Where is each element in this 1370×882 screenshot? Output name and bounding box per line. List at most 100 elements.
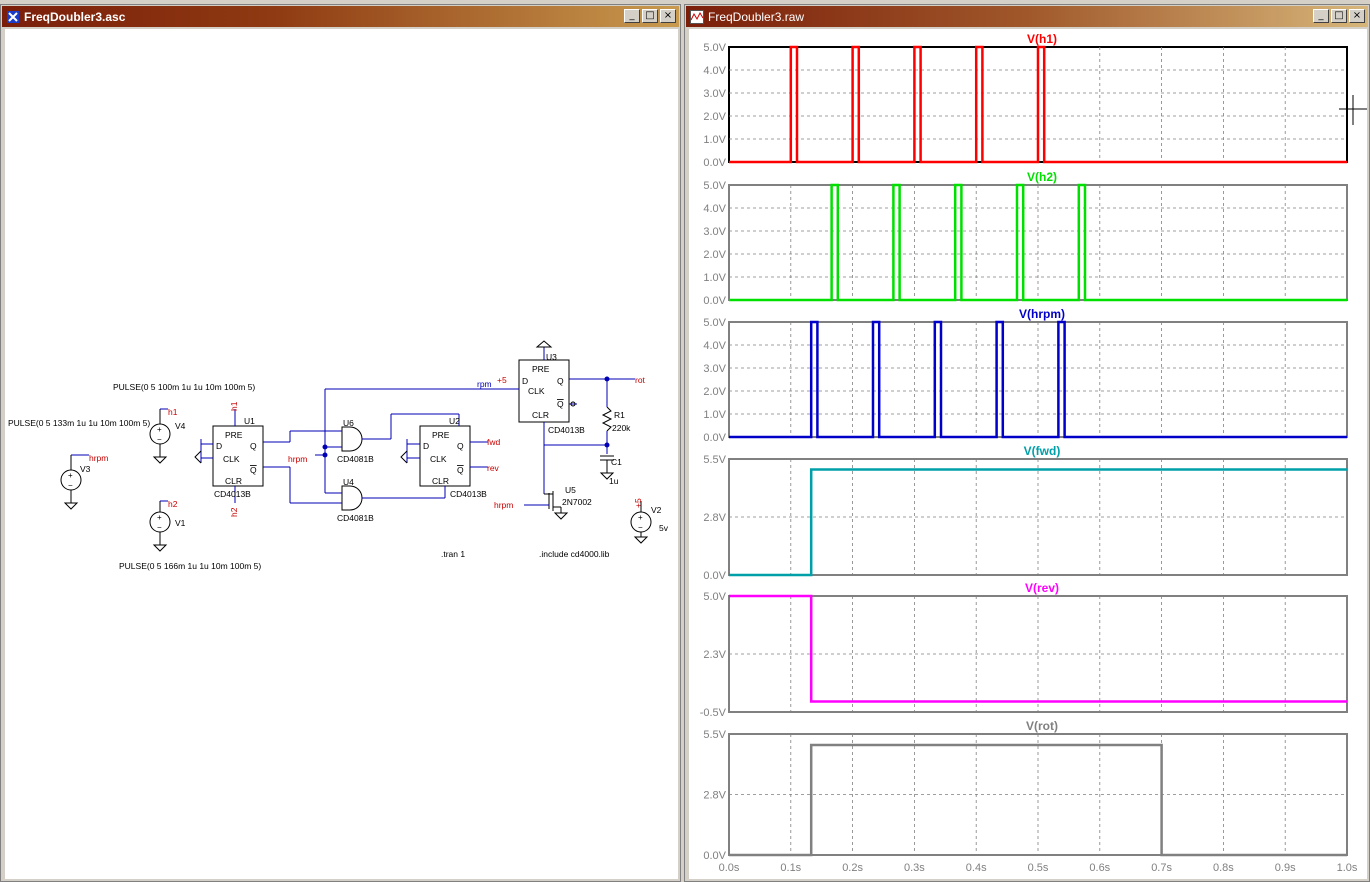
u3-q: Q <box>557 376 564 386</box>
svg-text:+: + <box>157 513 162 522</box>
u2-clr: CLR <box>432 476 449 486</box>
v2-ref: V2 <box>651 505 662 515</box>
u2-clk: CLK <box>430 454 447 464</box>
net-label-hrpm-u5: hrpm <box>494 500 513 510</box>
y-tick-label: 0.0V <box>703 570 726 582</box>
y-tick-label: 0.0V <box>703 850 726 862</box>
x-tick-label: 0.5s <box>1028 862 1049 874</box>
svg-text:−: − <box>68 481 73 490</box>
u5-model: 2N7002 <box>562 497 592 507</box>
y-tick-label: -0.5V <box>700 707 727 719</box>
y-tick-label: 0.0V <box>703 295 726 307</box>
x-tick-label: 1.0s <box>1337 862 1358 874</box>
x-tick-label: 0.3s <box>904 862 925 874</box>
net-label-rev: rev <box>487 463 500 473</box>
net-label-hrpm-v3: hrpm <box>89 453 108 463</box>
trace-vh2 <box>729 183 1347 302</box>
trace-vrev <box>729 594 1347 703</box>
maximize-button[interactable]: □ <box>1331 9 1347 23</box>
u2-q: Q <box>457 441 464 451</box>
y-tick-label: 2.0V <box>703 249 726 261</box>
r1-value: 220k <box>612 423 631 433</box>
v1-ref: V1 <box>175 518 186 528</box>
r1-ref: R1 <box>614 410 625 420</box>
y-tick-label: 5.0V <box>703 317 726 329</box>
trace-vfwd <box>729 468 1347 577</box>
svg-text:+: + <box>157 425 162 434</box>
u2-d: D <box>423 441 429 451</box>
net-label-h2: h2 <box>168 499 178 509</box>
u3-clr: CLR <box>532 410 549 420</box>
minimize-button[interactable]: _ <box>624 9 640 23</box>
u1-ref: U1 <box>244 416 255 426</box>
u3-qbar: Q <box>557 399 564 409</box>
x-tick-label: 0.1s <box>780 862 801 874</box>
ltspice-schematic-icon <box>6 10 20 24</box>
maximize-button[interactable]: □ <box>642 9 658 23</box>
u1-qbar: Q <box>250 465 257 475</box>
trace-title[interactable]: V(h2) <box>1027 170 1057 184</box>
y-tick-label: 3.0V <box>703 363 726 375</box>
u3-pre: PRE <box>532 364 550 374</box>
net-label-h1-u1: h1 <box>229 401 239 411</box>
close-button[interactable]: × <box>660 9 676 23</box>
net-label-rpm: rpm <box>477 379 492 389</box>
svg-text:−: − <box>157 435 162 444</box>
waveform-window[interactable]: FreqDoubler3.raw _ □ × 5.0V 4.0V 3.0V 2.0V 1… <box>684 4 1370 882</box>
u6-model: CD4081B <box>337 454 374 464</box>
net-label-rot: rot <box>635 375 646 385</box>
y-tick-label: 0.0V <box>703 157 726 169</box>
trace-title[interactable]: V(rot) <box>1026 719 1058 733</box>
y-tick-label: 4.0V <box>703 340 726 352</box>
y-tick-label: 5.0V <box>703 42 726 54</box>
v4-value: PULSE(0 5 100m 1u 1u 10m 100m 5) <box>113 382 255 392</box>
c1-ref: C1 <box>611 457 622 467</box>
y-tick-label: 4.0V <box>703 65 726 77</box>
waveform-titlebar[interactable]: FreqDoubler3.raw _ □ × <box>686 6 1368 27</box>
y-tick-label: 5.0V <box>703 180 726 192</box>
tran-directive: .tran 1 <box>441 549 465 559</box>
svg-text:+: + <box>638 513 643 522</box>
x-tick-label: 0.4s <box>966 862 987 874</box>
u3-ref: U3 <box>546 352 557 362</box>
y-tick-label: 2.8V <box>703 790 726 802</box>
x-tick-label: 0.7s <box>1151 862 1172 874</box>
trace-title[interactable]: V(h1) <box>1027 32 1057 46</box>
schematic-titlebar[interactable]: FreqDoubler3.asc _ □ × <box>2 6 679 27</box>
u3-clk: CLK <box>528 386 545 396</box>
trace-title[interactable]: V(fwd) <box>1024 444 1061 458</box>
y-tick-label: 5.5V <box>703 454 726 466</box>
u4-ref: U4 <box>343 477 354 487</box>
x-tick-label: 0.6s <box>1089 862 1110 874</box>
waveform-viewer-icon <box>690 9 704 24</box>
trace-title[interactable]: V(hrpm) <box>1019 307 1065 321</box>
trace-title[interactable]: V(rev) <box>1025 581 1059 595</box>
u1-clk: CLK <box>223 454 240 464</box>
v2-value: 5v <box>659 523 669 533</box>
waveform-plot-area[interactable]: 5.0V 4.0V 3.0V 2.0V 1.0V 0.0V V(h1) 5.0V 4.0V 3.0… <box>689 29 1367 879</box>
svg-text:−: − <box>157 523 162 532</box>
y-tick-label: 3.0V <box>703 226 726 238</box>
y-tick-label: 1.0V <box>703 272 726 284</box>
u3-model: CD4013B <box>548 425 585 435</box>
svg-text:+: + <box>68 471 73 480</box>
x-tick-label: 0.8s <box>1213 862 1234 874</box>
minimize-button[interactable]: _ <box>1313 9 1329 23</box>
u2-pre: PRE <box>432 430 450 440</box>
u5-ref: U5 <box>565 485 576 495</box>
x-tick-label: 0.0s <box>719 862 740 874</box>
u2-qbar: Q <box>457 465 464 475</box>
trace-vh1 <box>729 45 1347 164</box>
close-button[interactable]: × <box>1349 9 1365 23</box>
u4-model: CD4081B <box>337 513 374 523</box>
schematic-canvas[interactable]: +− +− +− +− PULSE(0 5 100m 1u 1u 10m 100… <box>5 29 678 879</box>
u1-pre: PRE <box>225 430 243 440</box>
y-tick-label: 4.0V <box>703 203 726 215</box>
waveform-plots[interactable]: 5.0V 4.0V 3.0V 2.0V 1.0V 0.0V V(h1) 5.0V 4.0V 3.0… <box>689 29 1367 879</box>
net-label-h2-u1: h2 <box>229 507 239 517</box>
trace-vrot <box>729 743 1347 857</box>
net-label-plus5-v2: +5 <box>633 498 643 508</box>
y-tick-label: 5.5V <box>703 729 726 741</box>
y-tick-label: 5.0V <box>703 591 726 603</box>
schematic-window[interactable]: FreqDoubler3.asc _ □ × <box>0 4 681 882</box>
